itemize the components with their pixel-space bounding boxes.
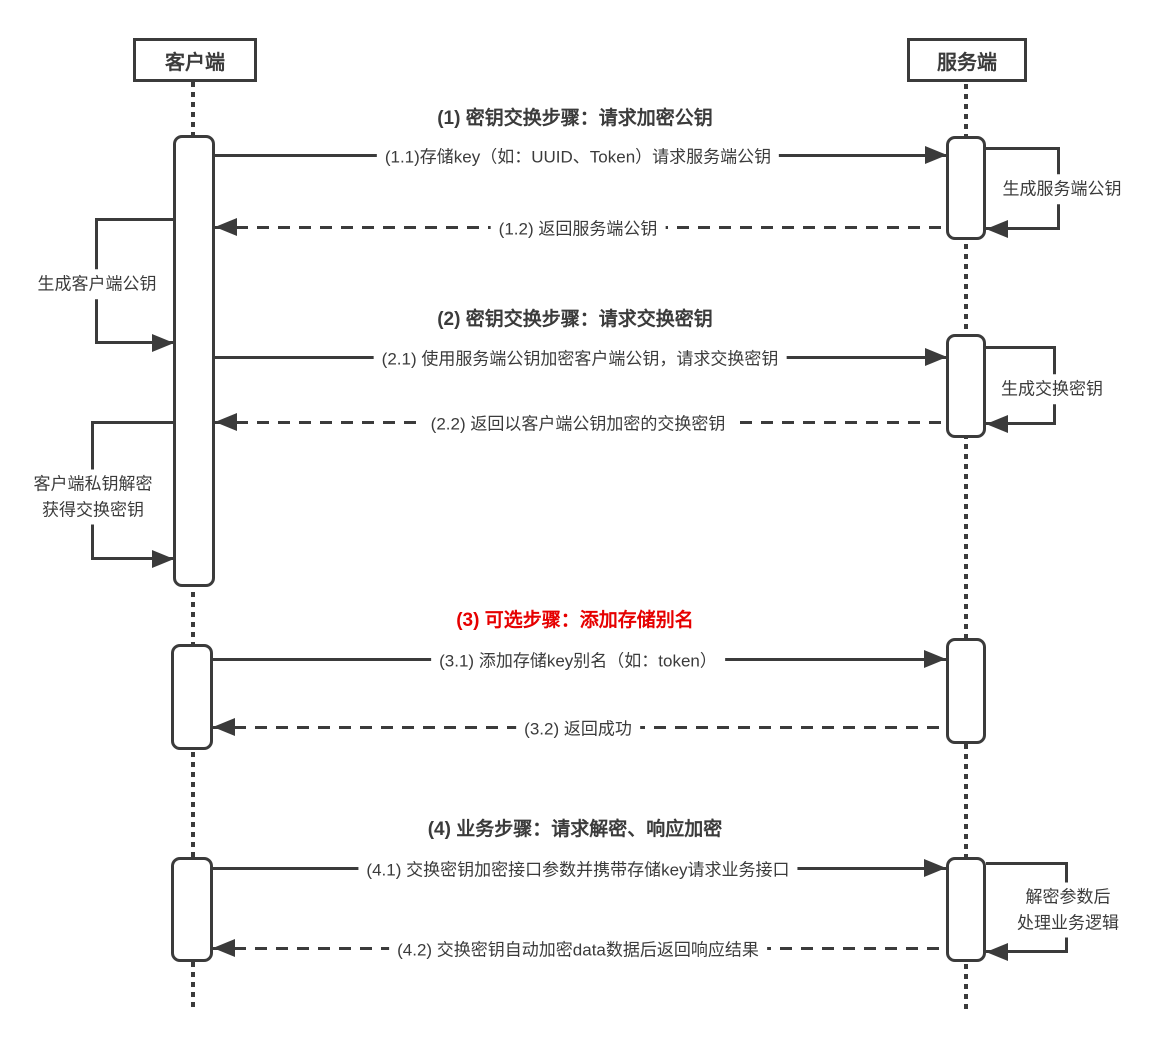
message-label-1-2: (1.2) 返回服务端公钥	[490, 213, 666, 241]
actor-box-server: 服务端	[907, 38, 1027, 82]
server-activation-bar-1	[946, 136, 986, 240]
section-title-1: (1) 密钥交换步骤：请求加密公钥	[437, 108, 713, 129]
message-arrowhead-1-1-icon	[925, 146, 947, 164]
actor-box-client: 客户端	[133, 38, 257, 82]
message-label-2-2: (2.2) 返回以客户端公钥加密的交换密钥	[422, 408, 734, 436]
message-label-3-2: (3.2) 返回成功	[516, 713, 640, 741]
client-self-loop-1-arrowhead-icon	[152, 334, 174, 352]
message-arrowhead-2-1-icon	[925, 348, 947, 366]
message-arrowhead-4-1-icon	[924, 859, 946, 877]
section-title-2: (2) 密钥交换步骤：请求交换密钥	[437, 309, 713, 330]
server-self-action-3-label: 解密参数后 处理业务逻辑	[1013, 882, 1123, 938]
lifeline-server	[964, 84, 968, 1012]
client-activation-bar-3	[171, 857, 213, 962]
server-activation-bar-2	[946, 334, 986, 438]
server-self-loop-1-arrowhead-icon	[986, 220, 1008, 238]
message-label-2-1: (2.1) 使用服务端公钥加密客户端公钥，请求交换密钥	[373, 343, 787, 371]
message-arrowhead-3-2-icon	[213, 718, 235, 736]
client-self-action-2-label: 客户端私钥解密 获得交换密钥	[29, 469, 157, 525]
server-activation-bar-4	[946, 857, 986, 962]
message-label-1-1: (1.1)存储key（如：UUID、Token）请求服务端公钥	[376, 141, 780, 169]
actor-label-client: 客户端	[165, 51, 225, 74]
client-self-action-1-label: 生成客户端公钥	[33, 269, 161, 299]
message-arrowhead-1-2-icon	[215, 218, 237, 236]
message-arrowhead-2-2-icon	[215, 413, 237, 431]
client-self-loop-2-arrowhead-icon	[152, 550, 174, 568]
message-label-4-1: (4.1) 交换密钥加密接口参数并携带存储key请求业务接口	[358, 854, 798, 882]
actor-label-server: 服务端	[937, 51, 997, 74]
client-activation-bar-2	[171, 644, 213, 750]
server-self-loop-2-arrowhead-icon	[986, 415, 1008, 433]
message-arrowhead-3-1-icon	[924, 650, 946, 668]
server-self-loop-3-arrowhead-icon	[986, 943, 1008, 961]
client-activation-bar-1	[173, 135, 215, 587]
message-label-3-1: (3.1) 添加存储key别名（如：token）	[431, 645, 725, 673]
server-self-action-1-label: 生成服务端公钥	[998, 174, 1126, 204]
message-label-4-2: (4.2) 交换密钥自动加密data数据后返回响应结果	[389, 934, 767, 962]
server-self-action-2-label: 生成交换密钥	[997, 374, 1107, 404]
server-activation-bar-3	[946, 638, 986, 744]
message-arrowhead-4-2-icon	[213, 939, 235, 957]
section-title-4: (4) 业务步骤：请求解密、响应加密	[427, 819, 723, 840]
section-title-3: (3) 可选步骤：添加存储别名	[456, 610, 694, 631]
